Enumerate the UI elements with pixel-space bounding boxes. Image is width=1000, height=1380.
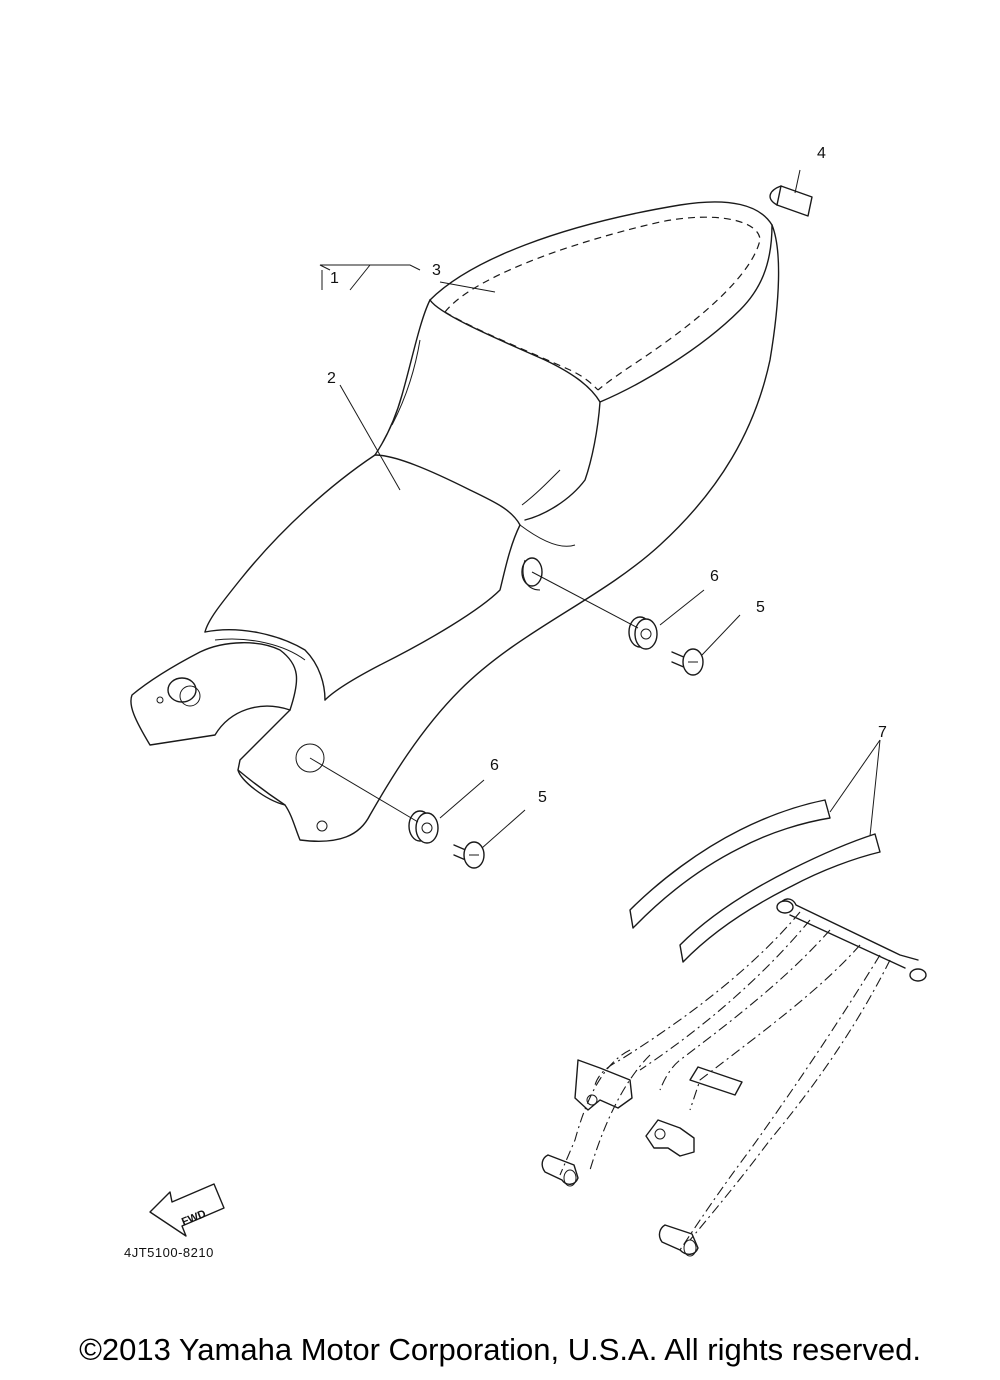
callout-5-upper: 5 [756, 599, 765, 616]
callout-6-lower: 6 [490, 757, 499, 774]
bolt-lower [453, 841, 485, 869]
callout-leaders [319, 169, 881, 849]
seat-label-strip [769, 185, 813, 217]
callout-6-upper: 6 [710, 568, 719, 585]
callout-1: 1 [330, 270, 339, 287]
forward-arrow-icon: FWD [149, 1183, 225, 1237]
callout-3: 3 [432, 262, 441, 279]
diagram-part-number: 4JT5100-8210 [124, 1245, 214, 1260]
copyright-notice: ©2013 Yamaha Motor Corporation, U.S.A. A… [79, 1332, 921, 1367]
seat-assembly [130, 201, 780, 842]
callout-2: 2 [327, 370, 336, 387]
callout-4: 4 [817, 145, 826, 162]
seat-frame [541, 898, 927, 1257]
callout-7: 7 [878, 724, 887, 741]
callout-5-lower: 5 [538, 789, 547, 806]
damper-strips [629, 799, 881, 963]
bolt-upper [671, 648, 704, 676]
grommet-upper [628, 616, 658, 650]
grommet-lower [408, 810, 439, 844]
